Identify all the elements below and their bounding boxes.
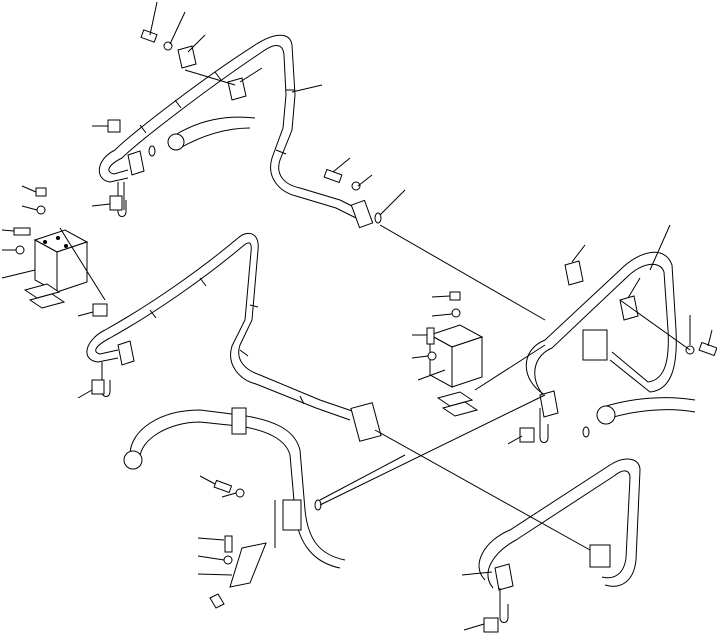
bolt — [140, 29, 158, 43]
shim — [23, 283, 61, 299]
j-bolt — [499, 588, 509, 623]
bracket-tag — [91, 379, 105, 395]
pipe-assembly-lower-left — [123, 407, 406, 609]
pipe-bracket — [229, 542, 267, 588]
clip — [619, 295, 639, 321]
washer — [235, 488, 245, 498]
assembly-connector-lines — [319, 224, 691, 551]
pipe-assembly-right — [411, 224, 717, 445]
hose-fitting — [596, 405, 616, 425]
pipe-clamp — [231, 407, 247, 435]
bracket-tag — [483, 617, 499, 633]
pipe-clamp — [539, 390, 559, 418]
washer — [223, 555, 233, 565]
bracket-assembly-left — [1, 185, 106, 309]
bracket-tag — [92, 303, 108, 317]
pipe-clamp — [117, 340, 135, 366]
shim — [436, 391, 474, 407]
washer — [15, 245, 25, 255]
bolt — [698, 341, 717, 357]
bolt — [13, 227, 31, 236]
bolt — [426, 327, 435, 345]
flange-end — [350, 199, 374, 229]
pin — [209, 593, 225, 609]
bolt — [323, 168, 343, 184]
nut — [449, 291, 461, 301]
clip — [177, 45, 197, 69]
junction-block — [350, 402, 382, 442]
o-ring — [374, 212, 382, 224]
pipe-assembly-top-left — [91, 1, 406, 229]
clip — [227, 77, 247, 101]
o-ring — [582, 426, 590, 438]
junction-block — [582, 329, 608, 361]
pipe-assembly-lower-right — [461, 458, 641, 633]
bracket-tag — [519, 427, 535, 443]
washer — [36, 205, 46, 215]
pipe-clamp — [494, 563, 514, 591]
bolt — [213, 479, 233, 494]
j-bolt — [539, 408, 549, 443]
hose-fitting — [123, 450, 143, 470]
bracket-tag — [109, 195, 123, 211]
hose-fitting — [167, 133, 185, 151]
flange-end — [282, 499, 302, 531]
washer — [451, 308, 461, 318]
pipe-assembly-center — [77, 232, 382, 442]
j-bolt — [117, 182, 127, 217]
bolt — [224, 535, 233, 553]
washer — [427, 351, 437, 361]
shim — [28, 293, 66, 309]
pipe-clamp — [127, 150, 145, 176]
flange-end — [589, 544, 611, 568]
shim — [441, 401, 479, 417]
bracket-tag — [107, 119, 121, 133]
o-ring — [148, 145, 156, 157]
washer — [351, 181, 361, 191]
clip — [564, 260, 584, 286]
nut — [35, 187, 47, 197]
